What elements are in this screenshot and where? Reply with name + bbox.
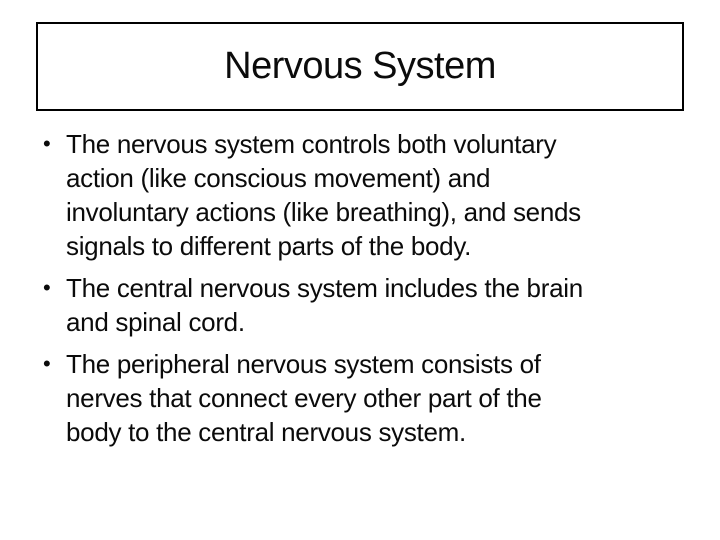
bullet-list: • The nervous system controls both volun… — [40, 127, 690, 457]
bullet-icon: • — [43, 131, 51, 156]
bullet-text: The peripheral nervous system consists o… — [66, 349, 542, 447]
bullet-item: • The nervous system controls both volun… — [40, 127, 690, 263]
bullet-icon: • — [43, 351, 51, 376]
bullet-icon: • — [43, 275, 51, 300]
bullet-item: • The peripheral nervous system consists… — [40, 347, 690, 449]
slide-title-box: Nervous System — [36, 22, 684, 111]
bullet-item: • The central nervous system includes th… — [40, 271, 690, 339]
slide-title: Nervous System — [224, 45, 496, 87]
bullet-text: The nervous system controls both volunta… — [66, 129, 581, 261]
bullet-text: The central nervous system includes the … — [66, 273, 583, 337]
